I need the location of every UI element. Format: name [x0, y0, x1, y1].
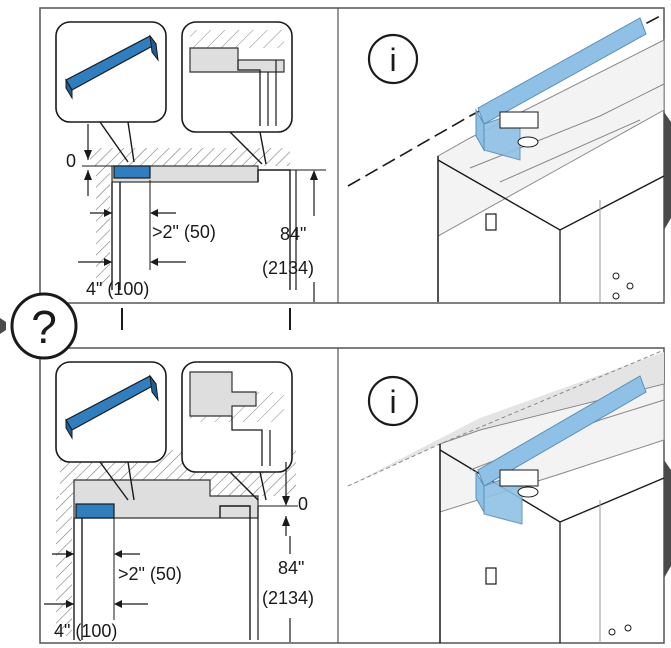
top-detail-drawing: 0 >2" (50) 4" (100) 84" (2134) [55, 21, 326, 302]
bottom-info-symbol: i [389, 384, 396, 420]
question-badge: ? [0, 292, 78, 360]
top-dim-gap: 0 [66, 151, 76, 171]
wall-hatch [56, 496, 72, 636]
top-perspective-drawing: i [347, 13, 671, 302]
bottom-dim-depth: >2" (50) [118, 564, 182, 584]
bottom-detail-drawing: 0 >2" (50) 4" (100) 84" (2134) [44, 361, 314, 642]
top-dim-width: 4" (100) [86, 279, 149, 299]
bottom-dim-height-mm: (2134) [262, 588, 314, 608]
question-icon [10, 292, 78, 360]
ceiling-hatch [90, 148, 290, 166]
mounting-bracket-mark [113, 165, 151, 179]
top-dim-height-mm: (2134) [262, 258, 314, 278]
bottom-dim-height: 84" [278, 558, 304, 578]
info-icon [367, 375, 419, 427]
top-info-symbol: i [389, 42, 396, 78]
top-dim-depth: >2" (50) [152, 222, 216, 242]
wall-hatch [96, 166, 110, 286]
bottom-dim-gap: 0 [298, 494, 308, 514]
mounting-bracket-icon [65, 34, 159, 100]
question-symbol: ? [31, 301, 57, 353]
mounting-bracket-icon [65, 374, 159, 440]
bottom-perspective-drawing: i [347, 349, 671, 643]
bottom-dim-width: 4" (100) [54, 621, 117, 641]
mounting-bracket-mark [75, 503, 115, 519]
top-panel: 0 >2" (50) 4" (100) 84" (2134) i [39, 7, 671, 304]
info-icon [367, 33, 419, 85]
top-dim-height: 84" [280, 224, 306, 244]
bottom-panel: 0 >2" (50) 4" (100) 84" (2134) i [39, 347, 671, 644]
